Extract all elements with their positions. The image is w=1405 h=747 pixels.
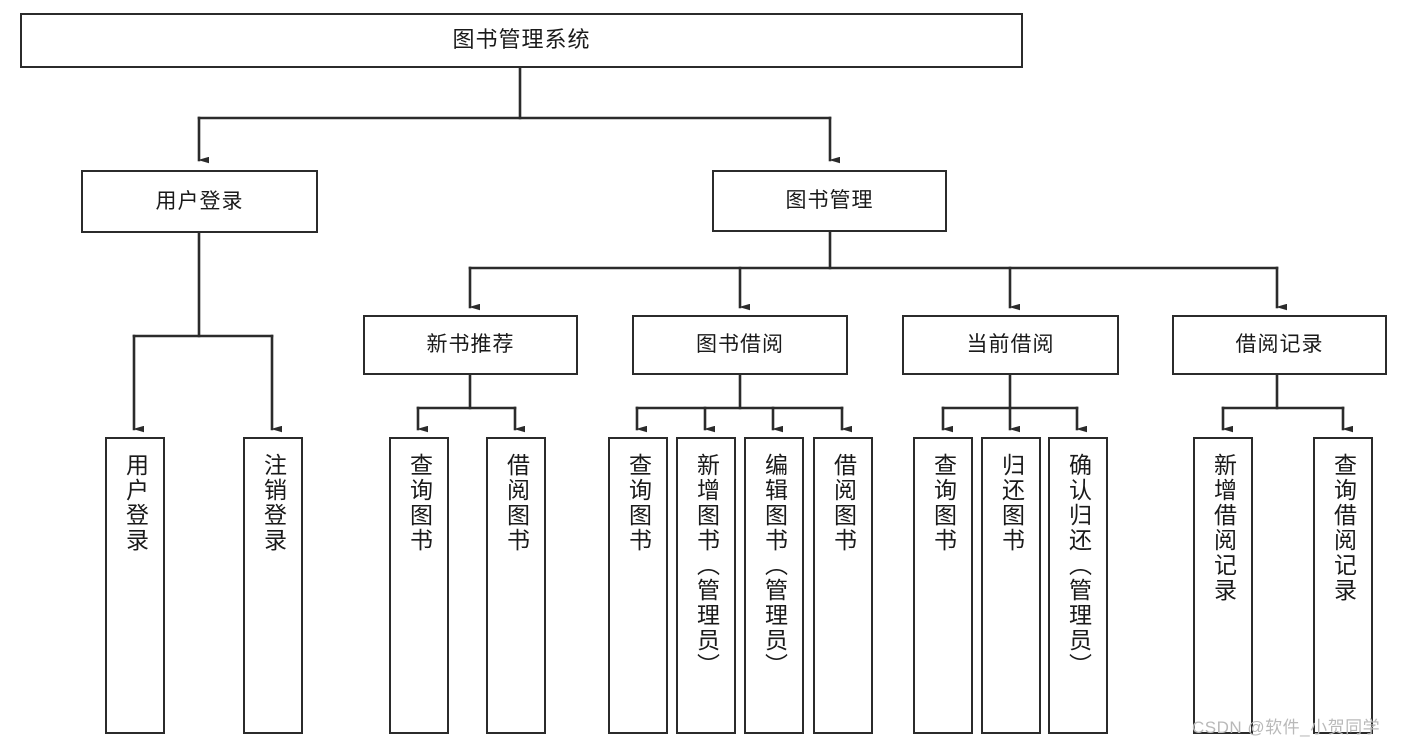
node-label: 借阅图书 <box>503 453 530 553</box>
leaf-edit-book[interactable]: 编辑图书（管理员） <box>744 437 804 734</box>
node-book-management[interactable]: 图书管理 <box>712 170 947 232</box>
node-user-login[interactable]: 用户登录 <box>81 170 318 233</box>
node-label: 借阅记录 <box>1235 333 1324 357</box>
node-label: 图书借阅 <box>696 333 784 357</box>
node-label: 编辑图书（管理员） <box>761 453 788 678</box>
node-label: 用户登录 <box>155 189 244 213</box>
node-label: 查询图书 <box>930 453 957 553</box>
leaf-query-record[interactable]: 查询借阅记录 <box>1313 437 1373 734</box>
node-label: 用户登录 <box>122 453 149 553</box>
node-book-borrow[interactable]: 图书借阅 <box>632 315 848 375</box>
leaf-borrow-book-2[interactable]: 借阅图书 <box>813 437 873 734</box>
node-label: 查询图书 <box>406 453 433 553</box>
leaf-query-book-2[interactable]: 查询图书 <box>608 437 668 734</box>
node-borrow-record[interactable]: 借阅记录 <box>1172 315 1387 375</box>
node-label: 归还图书 <box>998 453 1025 553</box>
node-label: 当前借阅 <box>966 333 1055 357</box>
node-label: 借阅图书 <box>830 453 857 553</box>
node-label: 新增图书（管理员） <box>693 453 720 678</box>
leaf-add-record[interactable]: 新增借阅记录 <box>1193 437 1253 734</box>
leaf-borrow-book-1[interactable]: 借阅图书 <box>486 437 546 734</box>
leaf-confirm-return[interactable]: 确认归还（管理员） <box>1048 437 1108 734</box>
node-label: 图书管理 <box>785 189 874 213</box>
leaf-query-book-1[interactable]: 查询图书 <box>389 437 449 734</box>
leaf-add-book[interactable]: 新增图书（管理员） <box>676 437 736 734</box>
node-label: 确认归还（管理员） <box>1065 453 1092 678</box>
node-current-borrow[interactable]: 当前借阅 <box>902 315 1119 375</box>
leaf-logout[interactable]: 注销登录 <box>243 437 303 734</box>
leaf-query-book-3[interactable]: 查询图书 <box>913 437 973 734</box>
leaf-user-login[interactable]: 用户登录 <box>105 437 165 734</box>
node-label: 查询借阅记录 <box>1330 453 1357 603</box>
node-root-system[interactable]: 图书管理系统 <box>20 13 1023 68</box>
node-label: 查询图书 <box>625 453 652 553</box>
node-label: 新增借阅记录 <box>1210 453 1237 603</box>
node-label: 新书推荐 <box>426 333 515 357</box>
node-label: 注销登录 <box>260 453 287 553</box>
leaf-return-book[interactable]: 归还图书 <box>981 437 1041 734</box>
node-new-book-recommend[interactable]: 新书推荐 <box>363 315 578 375</box>
node-label: 图书管理系统 <box>452 27 591 53</box>
